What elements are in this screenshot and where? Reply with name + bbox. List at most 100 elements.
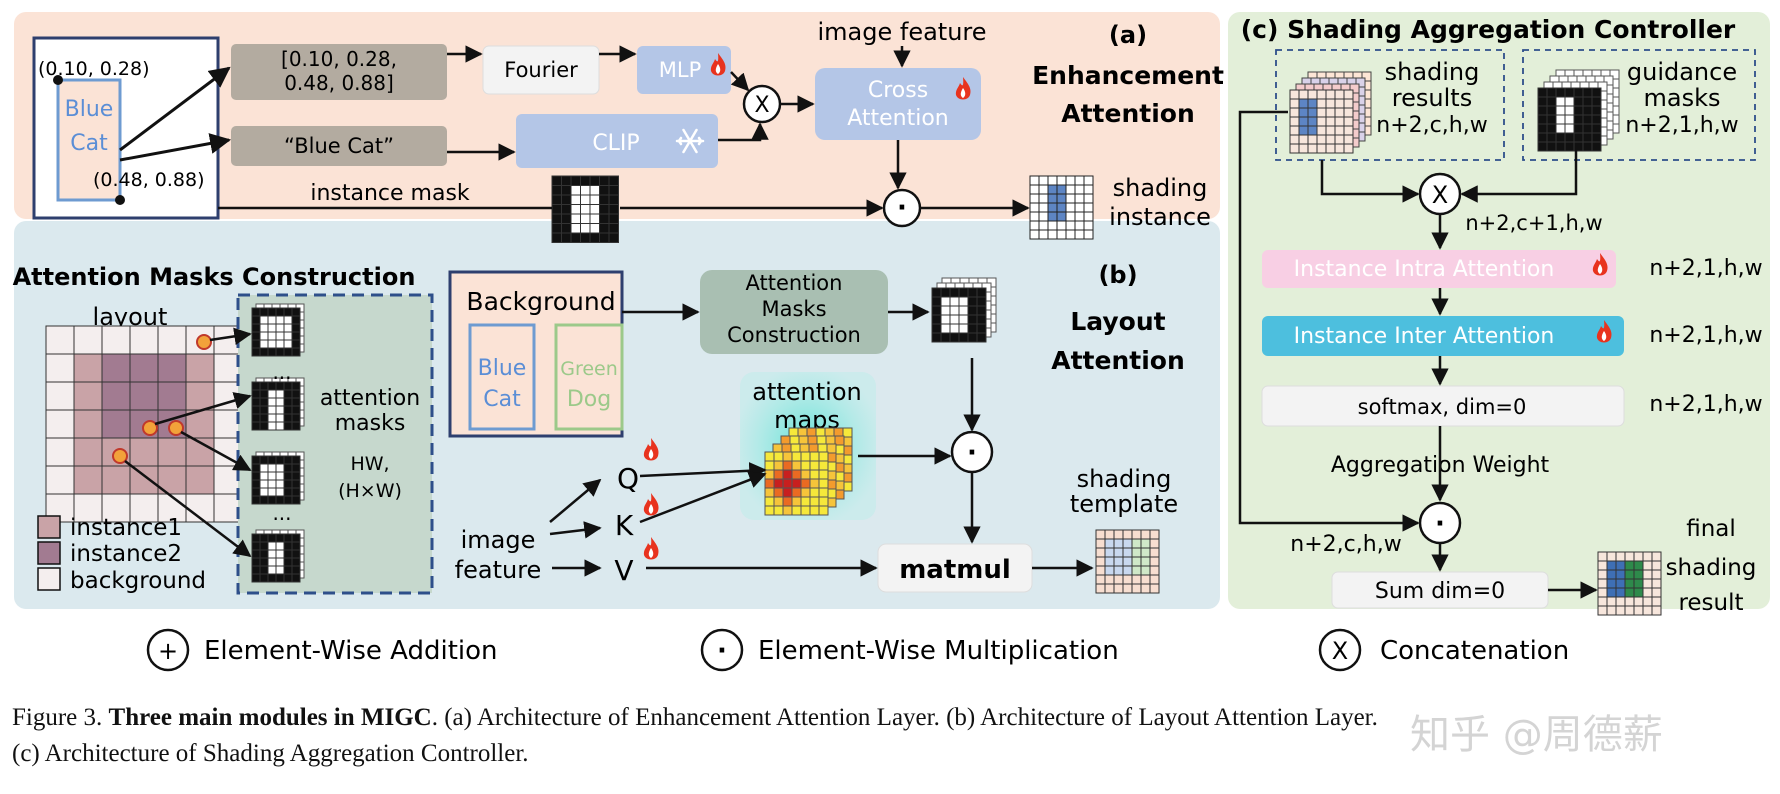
guidance-masks-line2: masks	[1644, 84, 1721, 112]
text-input-label: “Blue Cat”	[284, 134, 394, 158]
addition-circle	[146, 628, 190, 672]
amc-dots-2: ...	[272, 501, 291, 525]
layout-point-4	[112, 448, 128, 464]
green-dog-region	[554, 323, 624, 431]
fourier-box	[482, 45, 600, 95]
panel-a-title-line1: Enhancement	[1032, 61, 1224, 90]
q-label: Q	[617, 462, 639, 495]
coord-bottom: (0.48, 0.88)	[93, 169, 205, 191]
caption-prefix: Figure 3.	[12, 704, 109, 731]
bbox-line1: [0.10, 0.28,	[281, 47, 397, 71]
mult-symbol-b: ·	[967, 438, 977, 468]
guidance-masks-dashed-box	[1522, 49, 1756, 161]
shading-instance-grid	[1029, 175, 1094, 240]
panel-b-title-line2: Attention	[1051, 346, 1185, 375]
figure-caption: Figure 3. Three main modules in MIGC. (a…	[12, 700, 1772, 772]
final-shading-result-grid	[1597, 551, 1662, 616]
hw-line2: (H×W)	[338, 480, 402, 502]
bbox-line2: 0.48, 0.88]	[284, 71, 394, 95]
caption-rest: . (a) Architecture of Enhancement Attent…	[431, 704, 1378, 731]
caption-bold: Three main modules in MIGC	[108, 704, 432, 731]
background-label: Background	[466, 287, 615, 316]
layout-point-3	[168, 420, 184, 436]
left-dims: n+2,c,h,w	[1290, 532, 1401, 557]
legend-instance2: instance2	[70, 541, 182, 567]
panel-c-background	[1228, 12, 1770, 609]
instance-inter-attention-box	[1262, 316, 1624, 356]
green-dog-region-line2: Dog	[567, 387, 611, 412]
mult-symbol-c: ·	[1435, 509, 1445, 539]
shading-template-line2: template	[1070, 490, 1178, 518]
cross-attention-line1: Cross	[868, 78, 928, 103]
shading-instance-line2: instance	[1109, 203, 1211, 231]
shading-template-grid	[1095, 529, 1160, 594]
concatenation-symbol: X	[1332, 637, 1348, 665]
multiplication-circle	[700, 628, 744, 672]
mask-stack-b	[931, 277, 997, 343]
panel-b-title-line1: Layout	[1070, 307, 1165, 336]
legend-swatch-instance2	[37, 541, 61, 565]
multiplication-label: Element-Wise Multiplication	[758, 636, 1119, 666]
legend-instance1: instance1	[70, 515, 182, 541]
attention-masks-line1: attention	[320, 386, 420, 411]
k-label: K	[615, 509, 634, 542]
amc-title: Attention Masks Construction	[13, 263, 416, 291]
final-result-line1: final	[1686, 516, 1736, 542]
panel-c-title: (c) Shading Aggregation Controller	[1241, 15, 1736, 44]
blue-cat-region	[468, 323, 536, 431]
green-dog-region-line1: Green	[560, 358, 618, 380]
attention-masks-line2: masks	[335, 411, 406, 436]
clip-label: CLIP	[592, 131, 639, 156]
guidance-masks-stack	[1537, 69, 1620, 152]
attention-mask-stack	[251, 303, 305, 583]
amc-box	[700, 270, 888, 354]
concat-dims: n+2,c+1,h,w	[1465, 211, 1602, 235]
panel-b: Background Blue Cat Green Dog Attention …	[448, 261, 1185, 594]
image-feature-b-line2: feature	[455, 556, 542, 584]
cross-attention-box	[815, 68, 981, 140]
attention-maps-stack	[764, 427, 853, 516]
blue-cat-line2: Cat	[70, 131, 108, 156]
v-label: V	[614, 554, 633, 587]
softmax-box	[1261, 385, 1625, 427]
multiplication-symbol: ·	[717, 636, 727, 666]
shading-results-dims: n+2,c,h,w	[1376, 113, 1487, 138]
concat-symbol-c: X	[1432, 181, 1448, 209]
sum-label: Sum dim=0	[1375, 579, 1505, 604]
guidance-masks-dims: n+2,1,h,w	[1625, 113, 1738, 138]
amc-dots-1: ...	[272, 360, 291, 384]
corner-bottom-dot	[115, 195, 125, 205]
inter-dims: n+2,1,h,w	[1649, 323, 1762, 348]
addition-symbol: +	[158, 637, 178, 665]
coord-top: (0.10, 0.28)	[38, 58, 150, 80]
text-input-box	[231, 126, 447, 166]
mlp-box	[637, 46, 731, 94]
instance-intra-attention-label: Instance Intra Attention	[1294, 257, 1555, 282]
shading-results-stack	[1289, 71, 1372, 154]
mlp-label: MLP	[659, 58, 701, 82]
blue-cat-region-line1: Blue	[478, 356, 527, 381]
layout-point-1	[196, 334, 212, 350]
final-result-line3: result	[1678, 590, 1743, 616]
image-feature-b-line1: image	[461, 526, 536, 554]
concatenation-circle	[1318, 628, 1362, 672]
attention-maps-line1: attention	[752, 378, 861, 406]
corner-top-dot	[53, 75, 63, 85]
instance-mask-grid	[551, 175, 619, 243]
final-result-line2: shading	[1666, 555, 1757, 581]
legend-background: background	[70, 568, 206, 594]
matmul-label: matmul	[899, 555, 1011, 585]
panel-a-id: (a)	[1109, 21, 1147, 49]
intra-dims: n+2,1,h,w	[1649, 256, 1762, 281]
panel-a-title-line2: Attention	[1061, 99, 1195, 128]
amc-box-line3: Construction	[727, 323, 861, 347]
instance-inter-attention-label: Instance Inter Attention	[1294, 324, 1555, 349]
concat-symbol-a: X	[754, 93, 769, 118]
watermark: 知乎 @周德薪	[1410, 712, 1663, 758]
hw-line1: HW,	[350, 453, 389, 475]
blue-cat-region-line2: Cat	[483, 387, 521, 412]
softmax-label: softmax, dim=0	[1358, 395, 1527, 419]
cross-attention-line2: Attention	[847, 106, 949, 131]
caption-line2: (c) Architecture of Shading Aggregation …	[12, 740, 529, 767]
